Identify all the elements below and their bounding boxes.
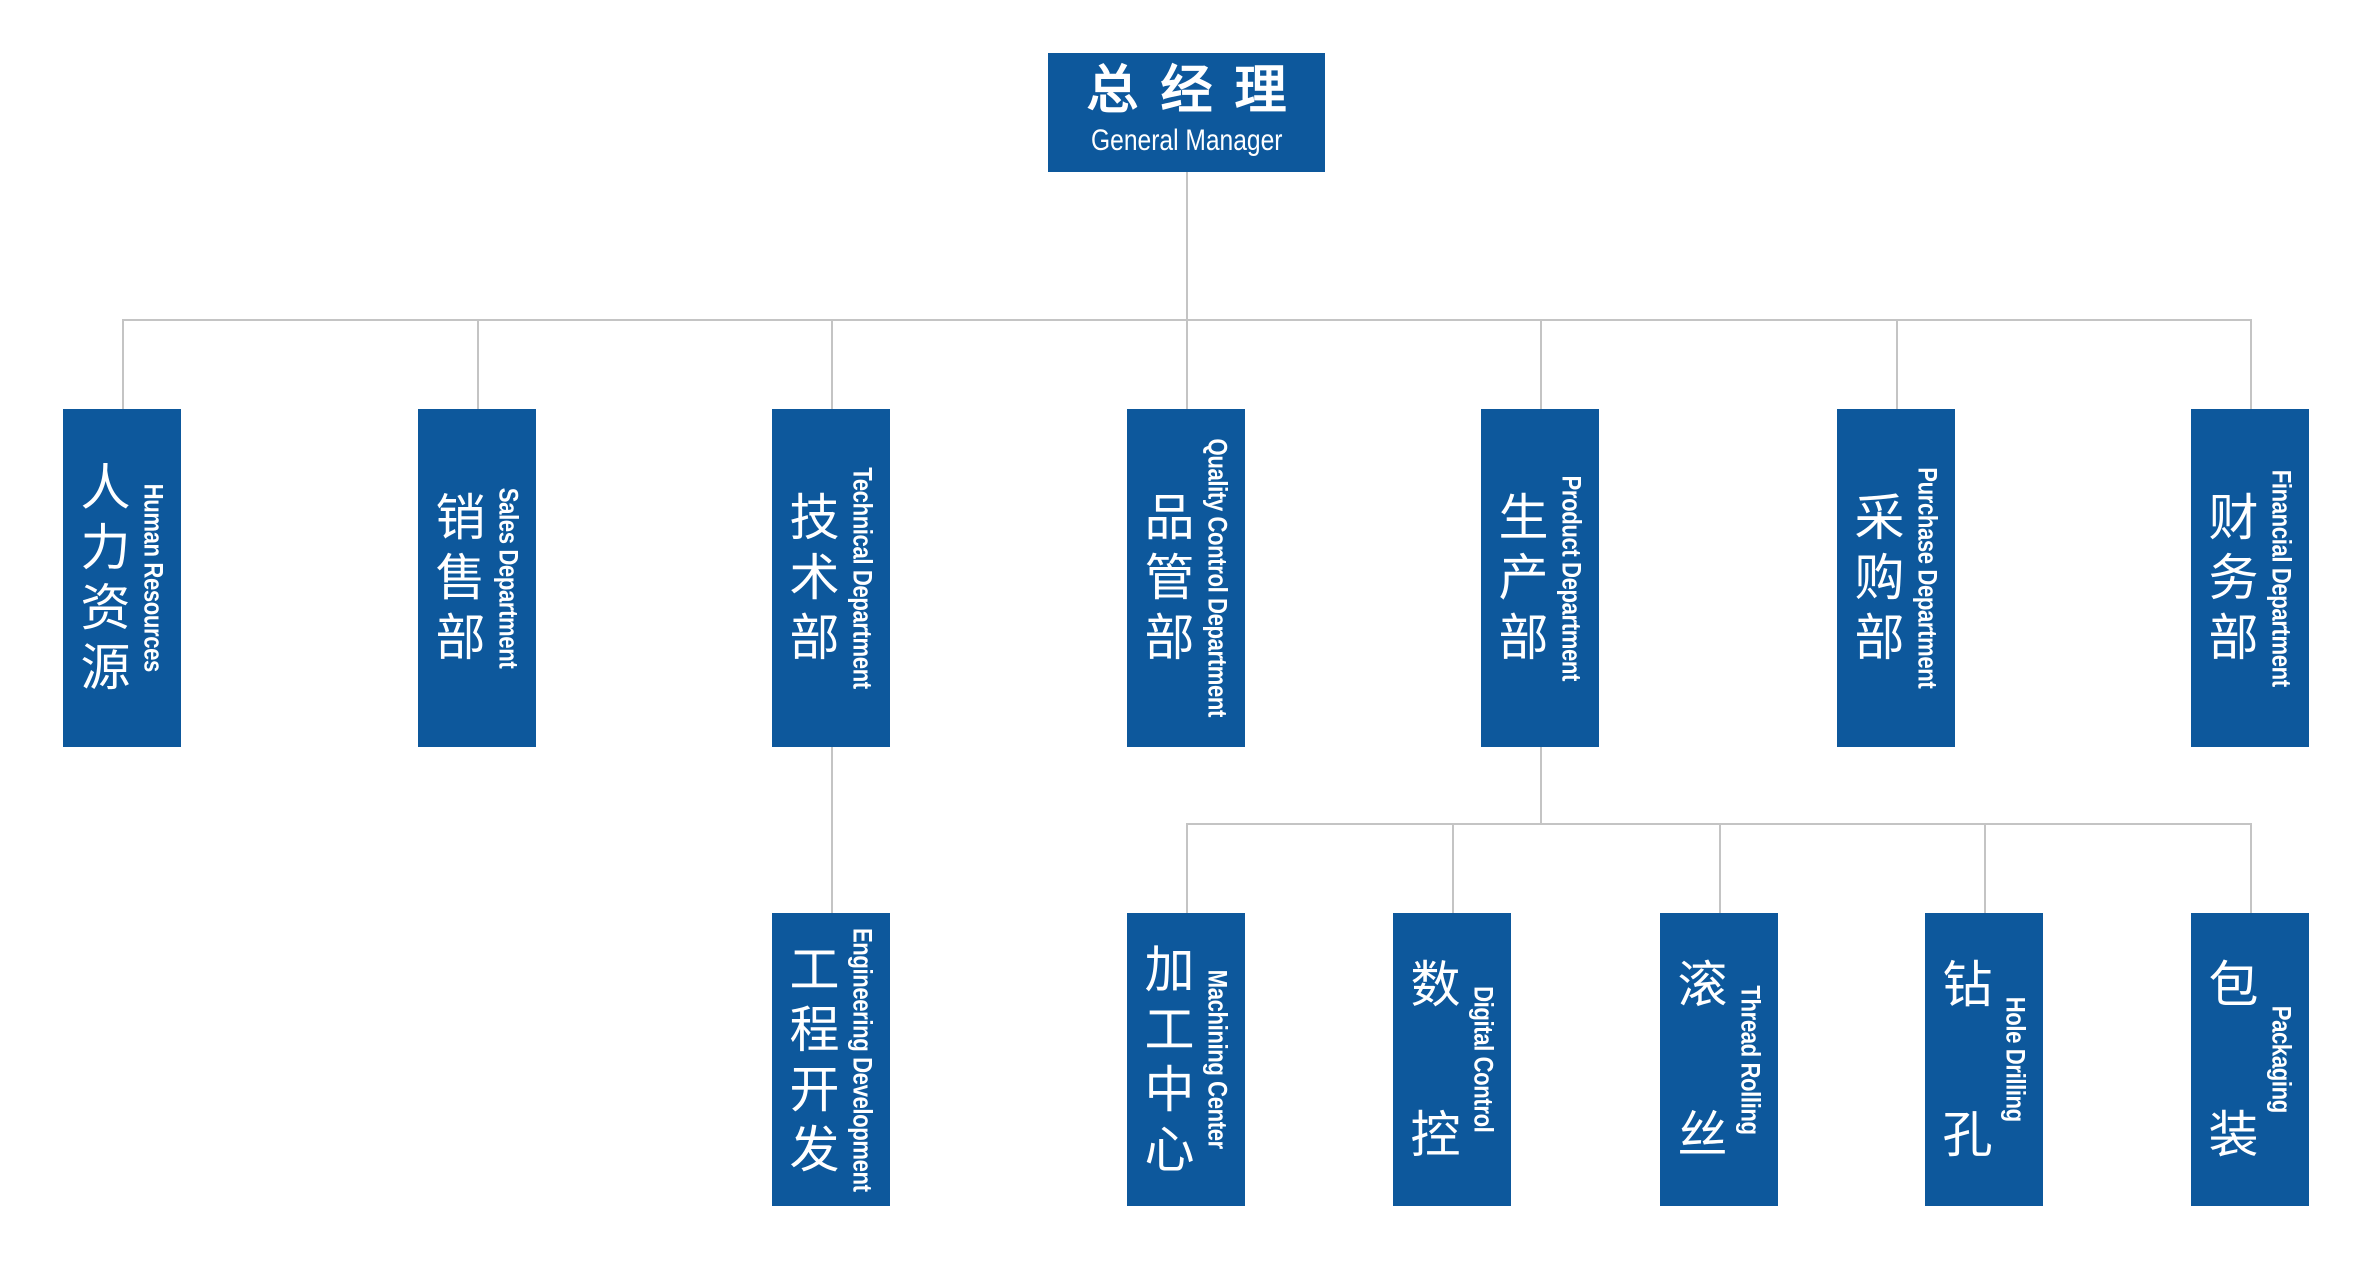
node-title-char: 孔 (1942, 1105, 1993, 1164)
node-title-en: Financial Department (2266, 469, 2297, 687)
node-title-char: 包 (2208, 955, 2259, 1014)
connector-drop (1896, 319, 1898, 409)
node-title-zh: 技术部 (789, 489, 840, 667)
node-title-zh: 工程开发 (789, 940, 840, 1179)
connector-production (1540, 747, 1542, 823)
connector-drop (1452, 823, 1454, 913)
connector-technical (831, 747, 833, 913)
connector-drop (1186, 823, 1188, 913)
node-title-en: General Manager (1090, 124, 1283, 157)
node-title-en: Packaging (2266, 1005, 2297, 1114)
connector-drop (477, 319, 479, 409)
connector-drop (1186, 319, 1188, 409)
node-title-char: 滚 (1677, 955, 1728, 1014)
node-title-zh: 钻孔 (1938, 955, 1998, 1165)
connector-root (1186, 172, 1188, 319)
node-title-char: 丝 (1677, 1105, 1728, 1164)
node-title-zh: 财务部 (2208, 489, 2259, 667)
connector-drop (2250, 823, 2252, 913)
connector-drop (831, 319, 833, 409)
node-title-zh: 人力资源 (80, 459, 131, 697)
connector-drop (1540, 319, 1542, 409)
node-general-manager: 总经理 General Manager (1048, 53, 1325, 172)
node-title-en: Hole Drilling (2000, 996, 2031, 1123)
connector-drop (2250, 319, 2252, 409)
node-title-en: Purchase Department (1912, 467, 1943, 689)
node-title-zh: 包装 (2204, 955, 2264, 1165)
node-title-en: Thread Rolling (1735, 984, 1766, 1135)
connector-drop (1984, 823, 1986, 913)
node-title-en: Engineering Development (847, 927, 878, 1192)
node-title-en: Human Resources (138, 483, 169, 673)
node-title-char: 装 (2208, 1105, 2259, 1164)
node-title-zh: 销售部 (435, 489, 486, 667)
node-title-en: Technical Department (847, 467, 878, 689)
node-title-zh: 加工中心 (1144, 940, 1195, 1179)
connector-drop (122, 319, 124, 409)
node-title-en: Machining Center (1202, 969, 1233, 1150)
connector-drop (1719, 823, 1721, 913)
node-title-zh: 滚丝 (1673, 955, 1733, 1165)
node-title-en: Product Department (1556, 475, 1587, 681)
node-title-char: 控 (1410, 1105, 1461, 1164)
node-title-zh: 数控 (1406, 955, 1466, 1165)
node-title-en: Sales Department (493, 487, 524, 669)
node-title-zh: 总经理 (1086, 61, 1309, 121)
node-title-zh: 品管部 (1144, 489, 1195, 667)
node-title-char: 钻 (1942, 955, 1993, 1014)
node-title-en: Quality Control Department (1202, 438, 1233, 718)
node-title-en: Digital Control (1468, 986, 1499, 1133)
node-title-zh: 生产部 (1498, 489, 1549, 667)
node-title-zh: 采购部 (1854, 489, 1905, 667)
node-title-char: 数 (1410, 955, 1461, 1014)
